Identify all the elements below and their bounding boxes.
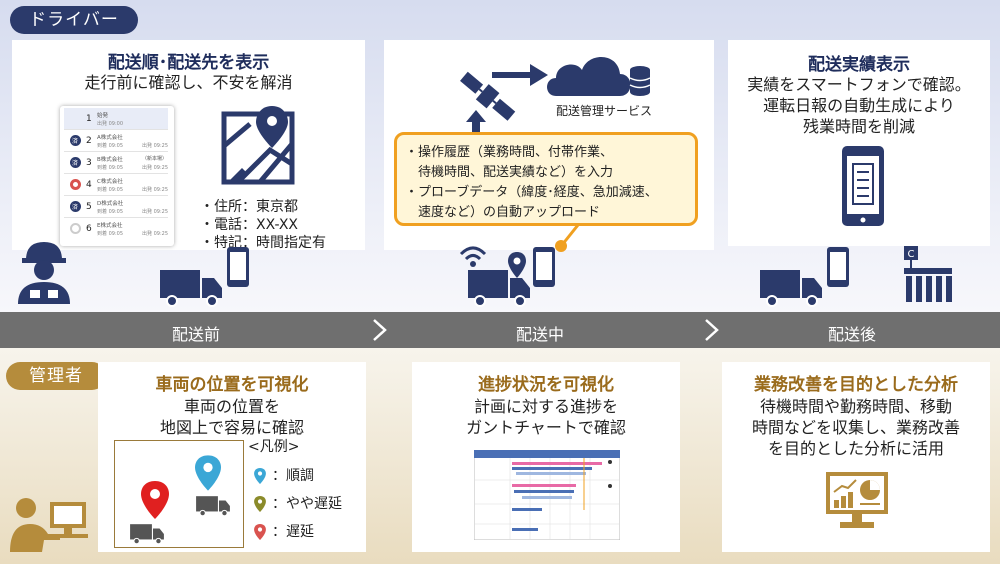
card-vehicle-position: 車両の位置を可視化 車両の位置を 地図上で容易に確認 <凡例> ： [98,362,366,552]
desc-line: 実績をスマートフォンで確認。 [747,75,971,94]
desc-line: ガントチャートで確認 [466,418,626,437]
desc-line: 残業時間を削減 [802,117,915,136]
warehouse-icon: C [904,246,952,302]
card-description: 待機時間や勤務時間、移動 時間などを収集し、業務改善 を目的とした分析に活用 [722,396,990,459]
upload-callout: ・操作履歴（業務時間、付帯作業、 待機時間、配送実績など）を入力 ・プローブデー… [394,132,698,226]
done-badge [70,157,81,168]
wifi-signal-icon [459,246,487,267]
driver-person-icon [18,242,70,304]
truck-icon [160,270,222,307]
info-phone: ・電話：XX-XX [200,217,299,233]
callout-line: ・操作履歴（業務時間、付帯作業、 [405,145,614,160]
location-pin-icon [508,252,526,278]
gantt-chart-thumbnail [474,450,620,540]
truck-icon [196,496,230,517]
card-title: 配送実績表示 [808,55,910,75]
done-badge [70,201,81,212]
smartphone-icon [227,247,249,287]
map-pin-icon [221,106,295,185]
phase-bar [0,312,1000,348]
red-pin-icon [141,481,169,519]
map-legend-preview [114,440,244,548]
card-business-analysis: 業務改善を目的とした分析 待機時間や勤務時間、移動 時間などを収集し、業務改善 … [722,362,990,552]
legend-pin-icon [254,496,266,512]
legend-pin-icon [254,468,266,484]
desc-line: 車両の位置を [183,397,280,416]
callout-line: ・プローブデータ（緯度･経度、急加減速、 [405,185,658,200]
desc-line: 計画に対する進捗を [473,397,618,416]
smartphone-report-icon [842,146,884,226]
blue-pin-icon [195,455,221,491]
desc-line: を目的とした分析に活用 [767,439,944,458]
desc-line: 待機時間や勤務時間、移動 [759,397,952,416]
legend-item: ：やや遅延 [254,490,364,518]
card-delivery-upload: 配送管理サービス ・操作履歴（業務時間、付帯作業、 待機時間、配送実績など）を入… [384,40,714,252]
phase-after: 配送後 [827,325,876,344]
callout-line: 速度など）の自動アップロード [405,205,601,220]
cloud-database-icon [547,56,651,96]
svg-text:C: C [908,249,915,260]
info-address: ・住所：東京都 [200,199,298,215]
phase-before: 配送前 [171,325,220,344]
legend-item: ：順調 [254,462,364,490]
card-description: 実績をスマートフォンで確認。 運転日報の自動生成により 残業時間を削減 [728,74,990,137]
arrow-up-icon [466,110,486,140]
truck-icon [760,270,822,307]
legend-title: <凡例> [248,439,300,455]
manager-computer-icon [10,498,88,552]
truck-icon [130,524,164,545]
callout-pointer [555,225,580,252]
chevron-right-icon [705,319,719,341]
smartphone-icon [827,247,849,287]
legend-item: ：遅延 [254,518,364,546]
cloud-service-label: 配送管理サービス [555,104,652,118]
card-title: 配送順･配送先を表示 [107,53,270,73]
card-subtitle: 走行前に確認し、不安を解消 [84,73,293,92]
legend-pin-icon [254,524,266,540]
pending-badge [70,223,81,234]
card-progress-gantt: 進捗状況を可視化 計画に対する進捗を ガントチャートで確認 [412,362,680,552]
desc-line: 時間などを収集し、業務改善 [751,418,960,437]
done-badge [70,135,81,146]
manager-label: 管理者 [6,362,106,390]
card-description: 車両の位置を 地図上で容易に確認 [98,396,366,438]
driver-label: ドライバー [10,6,138,34]
phase-during: 配送中 [515,325,564,344]
desc-line: 運転日報の自動生成により [763,96,955,115]
analytics-monitor-icon [826,472,888,528]
info-note: ・特記：時間指定有 [200,235,326,251]
legend-label: ：遅延 [272,524,314,540]
legend-label: ：やや遅延 [272,496,342,512]
card-delivery-results: 配送実績表示 実績をスマートフォンで確認。 運転日報の自動生成により 残業時間を… [728,40,990,246]
legend-label: ：順調 [272,468,314,484]
card-title: 進捗状況を可視化 [478,375,614,395]
arrow-right-icon [492,64,548,86]
card-title: 車両の位置を可視化 [155,375,309,395]
desc-line: 地図上で容易に確認 [159,418,304,437]
chevron-right-icon [373,319,387,341]
card-title: 業務改善を目的とした分析 [754,375,958,395]
smartphone-icon [533,247,555,287]
callout-line: 待機時間、配送実績など）を入力 [405,165,614,180]
legend: ：順調 ：やや遅延 ：遅延 [254,462,364,546]
satellite-icon [460,71,516,121]
card-description: 計画に対する進捗を ガントチャートで確認 [412,396,680,438]
truck-icon [468,270,530,307]
current-badge [70,179,81,190]
destination-info: ・住所：東京都 ・電話：XX-XX ・特記：時間指定有 [200,198,326,252]
